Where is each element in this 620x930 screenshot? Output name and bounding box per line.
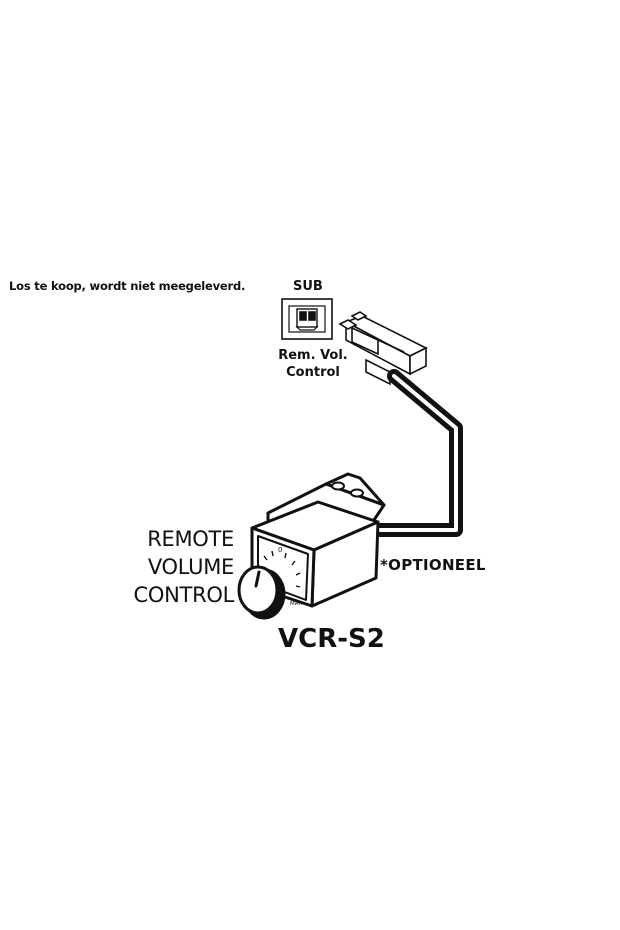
device-name-line3: CONTROL (133, 583, 235, 607)
device-name-label: REMOTE VOLUME CONTROL (110, 525, 235, 609)
dial-min-label: 0 (278, 546, 282, 554)
sub-port-label: SUB (293, 279, 323, 294)
port-label-line2: Control (286, 365, 340, 380)
device-name-line2: VOLUME (147, 555, 234, 579)
not-included-note: Los te koop, wordt niet meegeleverd. (9, 279, 246, 293)
port-label-line1: Rem. Vol. (278, 348, 348, 363)
remote-volume-port-label: Rem. Vol. Control (269, 347, 357, 381)
device-name-line1: REMOTE (147, 527, 234, 551)
cable (365, 369, 463, 537)
dial-max-label: MAX (290, 601, 303, 607)
optional-label: *OPTIONEEL (380, 556, 486, 574)
volume-knob-icon (237, 565, 286, 620)
port-socket-icon (281, 298, 333, 340)
plug-connector-icon (338, 311, 428, 386)
model-number: VCR-S2 (278, 624, 385, 654)
dial-scale (263, 550, 301, 588)
